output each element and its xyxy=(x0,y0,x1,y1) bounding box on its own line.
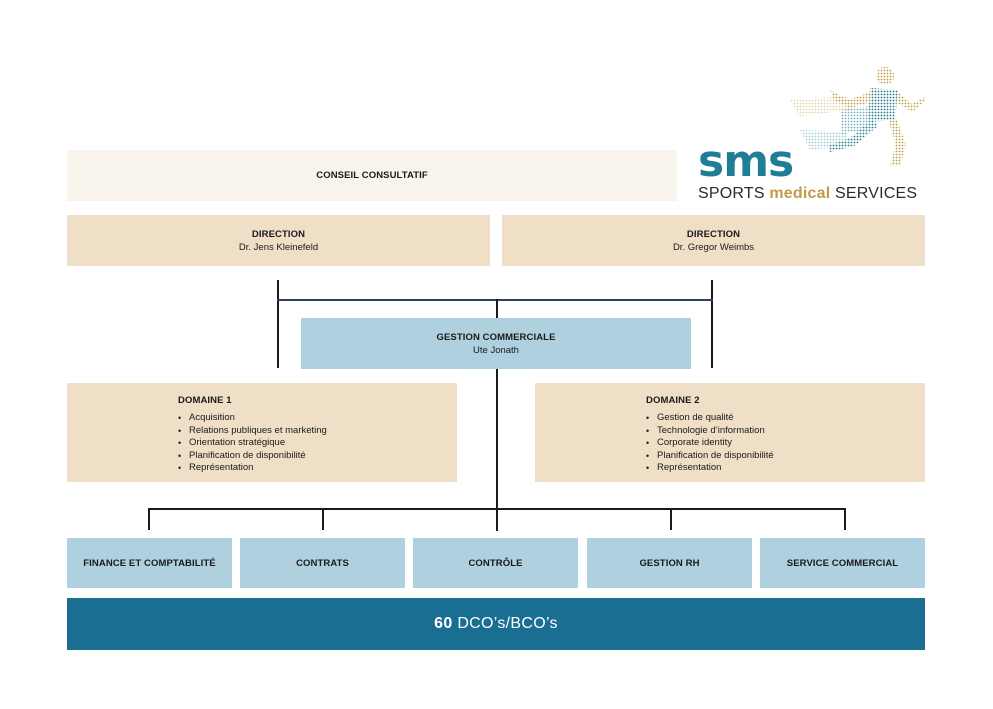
domain-1-title: DOMAINE 1 xyxy=(178,395,232,406)
connector-dept-1 xyxy=(148,508,150,530)
list-item: Corporate identity xyxy=(646,437,925,450)
advisory-board-title: CONSEIL CONSULTATIF xyxy=(316,170,428,181)
domain-1-list: Acquisition Relations publiques et marke… xyxy=(178,412,457,475)
list-item: Planification de disponibilité xyxy=(178,450,457,463)
direction-right-box: DIRECTION Dr. Gregor Weimbs xyxy=(502,215,925,266)
list-item: Représentation xyxy=(178,462,457,475)
direction-left-title: DIRECTION xyxy=(251,228,306,240)
logo-wordmark: sms xyxy=(698,136,794,187)
connector-dept-2 xyxy=(322,508,324,530)
runner-icon xyxy=(790,67,926,166)
dco-bco-label: 60 DCO’s/BCO’s xyxy=(434,615,558,633)
sms-logo: sms SPORTS medical SERVICES xyxy=(690,60,940,210)
business-management-box: GESTION COMMERCIALE Ute Jonath xyxy=(301,318,691,369)
domain-2-list: Gestion de qualité Technologie d’informa… xyxy=(646,412,925,475)
department-label: SERVICE COMMERCIAL xyxy=(786,557,899,569)
department-hr: GESTION RH xyxy=(587,538,752,588)
connector-direction-left xyxy=(277,280,279,368)
list-item: Relations publiques et marketing xyxy=(178,425,457,438)
domain-2-title: DOMAINE 2 xyxy=(646,395,700,406)
tagline-medical: medical xyxy=(769,185,831,202)
connector-dept-5 xyxy=(844,508,846,530)
list-item: Représentation xyxy=(646,462,925,475)
connector-direction-right xyxy=(711,280,713,368)
dco-bco-bar: 60 DCO’s/BCO’s xyxy=(67,598,925,650)
department-commercial: SERVICE COMMERCIAL xyxy=(760,538,925,588)
department-label: FINANCE ET COMPTABILITÉ xyxy=(83,557,216,569)
department-label: CONTRÔLE xyxy=(468,557,523,569)
advisory-board-box: CONSEIL CONSULTATIF xyxy=(67,150,677,201)
list-item: Technologie d’information xyxy=(646,425,925,438)
list-item: Orientation stratégique xyxy=(178,437,457,450)
domain-2-box: DOMAINE 2 Gestion de qualité Technologie… xyxy=(535,383,925,482)
list-item: Gestion de qualité xyxy=(646,412,925,425)
dco-bco-count: 60 xyxy=(434,615,453,632)
list-item: Acquisition xyxy=(178,412,457,425)
direction-right-name: Dr. Gregor Weimbs xyxy=(672,241,755,253)
connector-departments-horizontal xyxy=(148,508,846,510)
list-item: Planification de disponibilité xyxy=(646,450,925,463)
business-management-name: Ute Jonath xyxy=(473,344,519,356)
tagline-services: SERVICES xyxy=(830,185,918,202)
logo-tagline: SPORTS medical SERVICES xyxy=(698,185,917,203)
business-management-title: GESTION COMMERCIALE xyxy=(436,331,556,343)
department-finance: FINANCE ET COMPTABILITÉ xyxy=(67,538,232,588)
tagline-sports: SPORTS xyxy=(698,185,770,202)
dco-bco-text: DCO’s/BCO’s xyxy=(452,615,558,632)
department-label: GESTION RH xyxy=(639,557,700,569)
connector-dept-4 xyxy=(670,508,672,530)
connector-main-vertical xyxy=(496,299,498,531)
department-label: CONTRATS xyxy=(296,557,349,569)
direction-left-name: Dr. Jens Kleinefeld xyxy=(238,241,319,253)
connector-direction-horizontal xyxy=(277,299,713,301)
department-contracts: CONTRATS xyxy=(240,538,405,588)
direction-right-title: DIRECTION xyxy=(686,228,741,240)
department-control: CONTRÔLE xyxy=(413,538,578,588)
direction-left-box: DIRECTION Dr. Jens Kleinefeld xyxy=(67,215,490,266)
domain-1-box: DOMAINE 1 Acquisition Relations publique… xyxy=(67,383,457,482)
